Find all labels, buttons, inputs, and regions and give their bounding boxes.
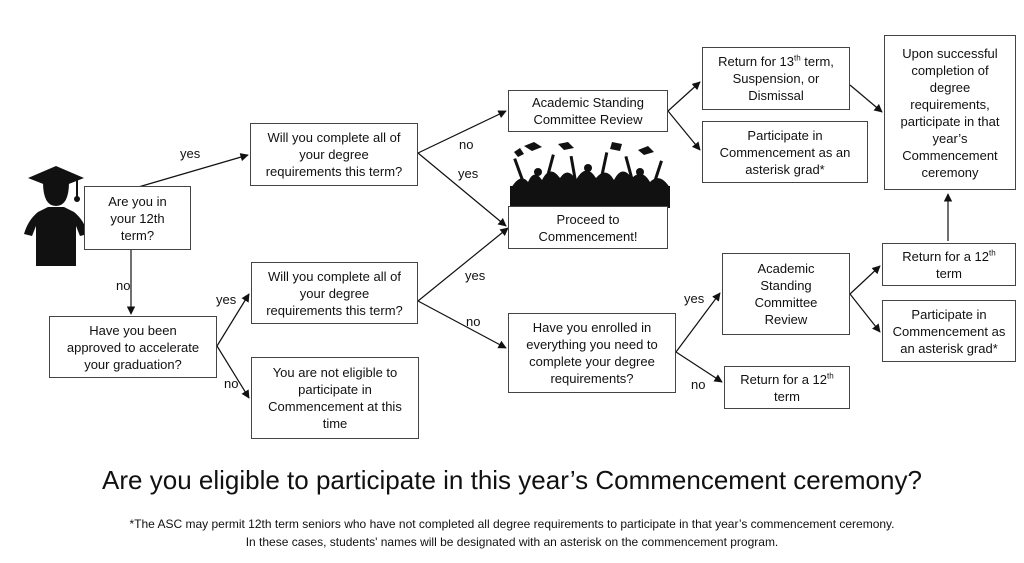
edge-label-yes: yes	[458, 166, 479, 181]
arrow-enrolled-yes	[675, 292, 721, 353]
node-asc-review-bottom: Academic Standing Committee Review	[722, 253, 850, 335]
node-12th-term: Are you in your 12th term?	[84, 186, 191, 250]
footnote-line-2: In these cases, students' names will be …	[245, 535, 779, 549]
node-return-12th-a-text: Return for a 12	[902, 248, 990, 264]
node-return-12th-term-b: Return for a 12th term	[724, 366, 850, 409]
node-asterisk-grad-top: Participate in Commencement as an asteri…	[702, 121, 868, 183]
node-enrolled-everything: Have you enrolled in everything you need…	[508, 313, 676, 393]
node-proceed-to-commencement: Proceed to Commencement!	[508, 206, 668, 249]
edge-label-yes: yes	[180, 146, 201, 161]
node-asc-review-top: Academic Standing Committee Review	[508, 90, 668, 132]
node-return-13th-text-rest: term, Suspension, or Dismissal	[732, 54, 834, 103]
node-asterisk-grad-bottom: Participate in Commencement as an asteri…	[882, 300, 1016, 362]
edge-label-yes: yes	[216, 292, 237, 307]
node-return-13th-text: Return for 13	[718, 54, 794, 69]
footnote-line-1: *The ASC may permit 12th term seniors wh…	[129, 517, 895, 531]
node-return-12th-term-a: Return for a 12th term	[882, 243, 1016, 286]
node-return-13th-sup: th	[793, 53, 801, 63]
arrow-ascBottom-asterisk	[849, 293, 881, 333]
celebrating-graduates-icon	[510, 142, 670, 208]
arrow-accelerate-no	[216, 345, 250, 399]
edge-label-yes: yes	[684, 291, 705, 306]
node-complete-requirements-a: Will you complete all of your degree req…	[250, 123, 418, 186]
node-return-12th-a-text-rest: term	[935, 265, 962, 281]
node-accelerate-graduation: Have you been approved to accelerate you…	[49, 316, 217, 378]
node-successful-completion: Upon successful completion of degree req…	[884, 35, 1016, 190]
node-return-13th-term: Return for 13th term, Suspension, or Dis…	[702, 47, 850, 110]
arrow-ascTop-asterisk	[667, 110, 701, 151]
edge-label-no: no	[691, 377, 706, 392]
arrow-12th-yes	[134, 153, 249, 189]
arrow-ascBottom-return12	[849, 265, 881, 295]
page-title: Are you eligible to participate in this …	[102, 465, 922, 495]
arrow-accelerate-yes	[216, 293, 250, 347]
arrow-completeB-no	[417, 300, 507, 349]
node-complete-requirements-b: Will you complete all of your degree req…	[251, 262, 418, 324]
arrow-ascTop-return13	[667, 81, 701, 112]
edge-label-no: no	[116, 278, 131, 293]
node-return-12th-a-sup: th	[989, 248, 996, 258]
graduate-silhouette-icon	[24, 166, 88, 266]
arrow-completeA-no	[417, 110, 507, 154]
node-return-12th-b-text: Return for a 12	[740, 371, 828, 387]
arrow-completeA-yes	[417, 152, 507, 227]
arrow-enrolled-no	[675, 351, 723, 383]
node-return-12th-b-sup: th	[827, 371, 834, 381]
edge-label-no: no	[459, 137, 474, 152]
node-return-12th-b-text-rest: term	[773, 388, 800, 404]
arrow-completeB-yes	[417, 227, 509, 302]
node-not-eligible: You are not eligible to participate in C…	[251, 357, 419, 439]
edge-label-yes: yes	[465, 268, 486, 283]
edge-label-no: no	[224, 376, 239, 391]
arrow-return13-success	[849, 84, 883, 113]
edge-label-no: no	[466, 314, 481, 329]
